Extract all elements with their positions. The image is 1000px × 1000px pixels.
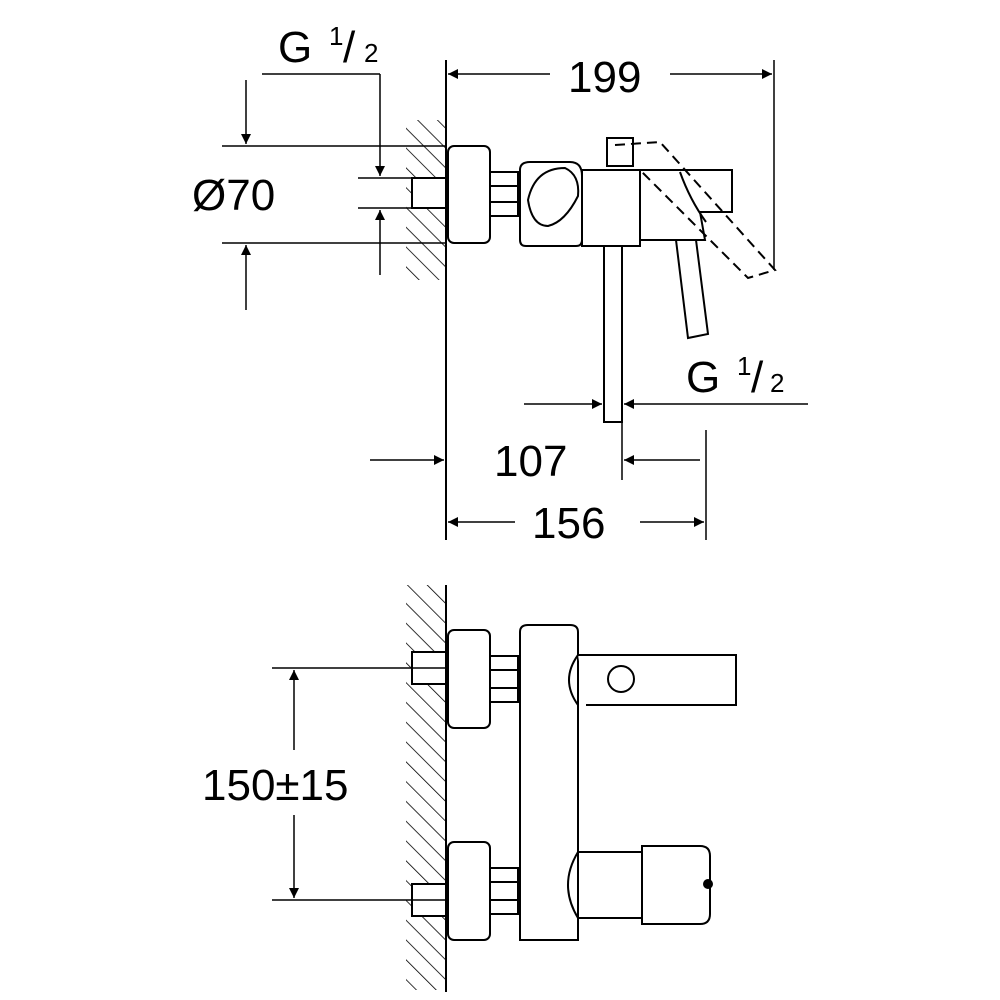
cartridge-marker <box>703 879 713 889</box>
outlet-spout <box>603 245 623 423</box>
inlet-thread-label: G 1 / 2 <box>278 21 378 72</box>
outlet-thread-slash: / <box>751 353 764 402</box>
lever-curve <box>679 171 707 223</box>
inlet-stub <box>411 177 447 209</box>
dim-diameter-label: Ø70 <box>192 171 275 220</box>
lever-hole <box>607 665 635 693</box>
front-body <box>519 624 579 941</box>
front-lever-curve <box>568 654 579 706</box>
front-view <box>272 585 737 992</box>
dim-156-label: 156 <box>532 499 605 548</box>
outlet-thread-label: G 1 / 2 <box>686 351 784 402</box>
inlet-thread-letter: G <box>278 23 312 72</box>
lever-alt-position <box>614 140 777 280</box>
lever-housing <box>639 169 733 241</box>
side-view <box>222 60 808 540</box>
body-curve <box>526 166 580 228</box>
lower-hex-nut <box>489 867 519 915</box>
outlet-thread-denominator: 2 <box>770 368 784 398</box>
center-body <box>581 169 641 247</box>
outlet-thread-numerator: 1 <box>737 351 751 381</box>
inlet-thread-denominator: 2 <box>364 38 378 68</box>
upper-rosette <box>447 629 491 729</box>
outlet-thread-letter: G <box>686 353 720 402</box>
inlet-thread-numerator: 1 <box>329 21 343 51</box>
lever-handle <box>674 239 710 340</box>
dim-spacing-label: 150±15 <box>202 761 349 810</box>
hex-nut <box>489 171 519 217</box>
cartridge-curve <box>567 851 579 919</box>
lower-rosette <box>447 841 491 941</box>
diverter-knob <box>606 137 634 167</box>
dim-107-label: 107 <box>494 437 567 486</box>
dim-199-label: 199 <box>568 53 641 102</box>
front-lever-arm <box>578 654 737 706</box>
inlet-thread-slash: / <box>343 23 356 72</box>
rosette <box>447 145 491 244</box>
wall-hatching-bottom <box>406 585 446 990</box>
upper-hex-nut <box>489 655 519 703</box>
cartridge-body <box>577 851 643 919</box>
cartridge-cap <box>641 845 711 925</box>
